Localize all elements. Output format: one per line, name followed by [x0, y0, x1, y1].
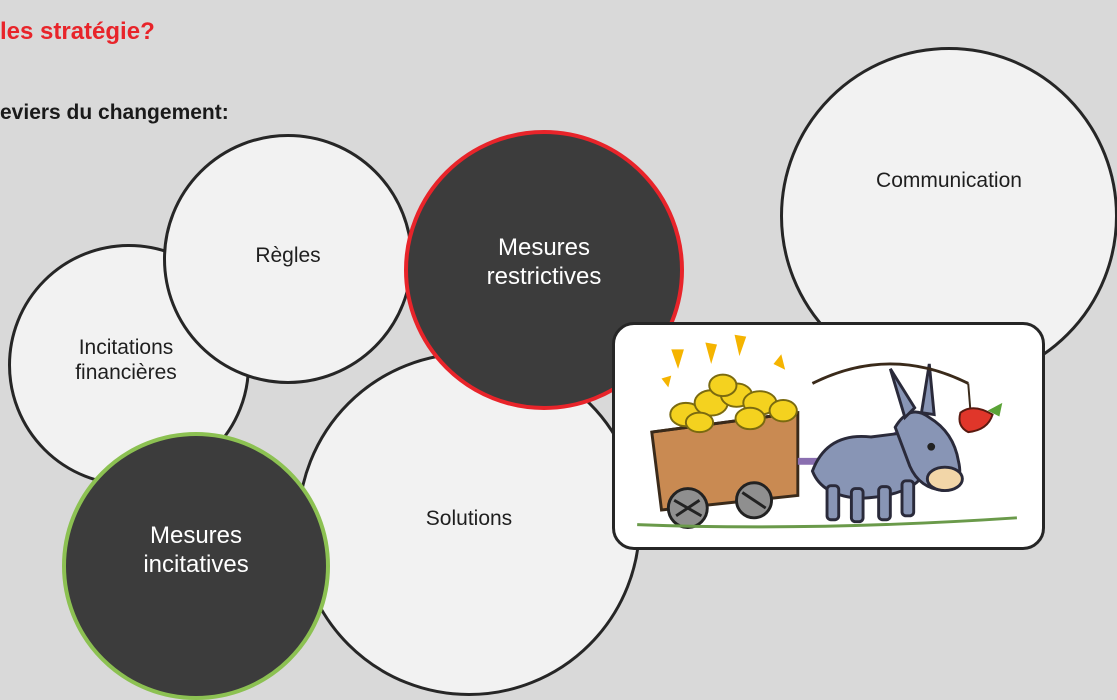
bubble-mesures-restrictives: Mesures restrictives — [404, 130, 684, 410]
bubble-solutions: Solutions — [297, 352, 641, 696]
sparkle-icon — [705, 342, 718, 364]
section-subtitle: eviers du changement: — [0, 101, 229, 124]
donkey-cart-with-carrot-icon — [637, 334, 1018, 529]
bubble-incitations-line1: Incitations — [78, 335, 174, 359]
bubble-solutions-label: Solutions — [425, 507, 513, 531]
gold-coins-icon — [669, 373, 798, 434]
cart-wheels-icon — [666, 481, 773, 529]
bubble-restrictives-line1: Mesures — [497, 234, 591, 262]
bubble-incitatives-line2: incitatives — [143, 551, 249, 578]
illustration-card — [612, 322, 1045, 550]
bubble-restrictives-line2: restrictives — [486, 263, 602, 290]
bubble-regles: Règles — [163, 134, 413, 384]
bubble-incitations-line2: financières — [75, 361, 177, 384]
bubble-incitatives-line1: Mesures — [149, 522, 243, 550]
sparkle-icon — [773, 354, 786, 370]
bubble-mesures-incitatives: Mesures incitatives — [62, 432, 330, 700]
sparkle-icon — [734, 334, 747, 357]
page-title: les stratégie? — [0, 18, 155, 45]
stick-icon — [811, 362, 969, 385]
sparkle-icon — [661, 375, 672, 388]
ground-icon — [637, 516, 1018, 529]
carrot-icon — [958, 407, 994, 434]
bubble-regles-label: Règles — [255, 244, 321, 268]
bubble-communication-label: Communication — [876, 169, 1022, 193]
sparkle-icon — [671, 349, 684, 369]
